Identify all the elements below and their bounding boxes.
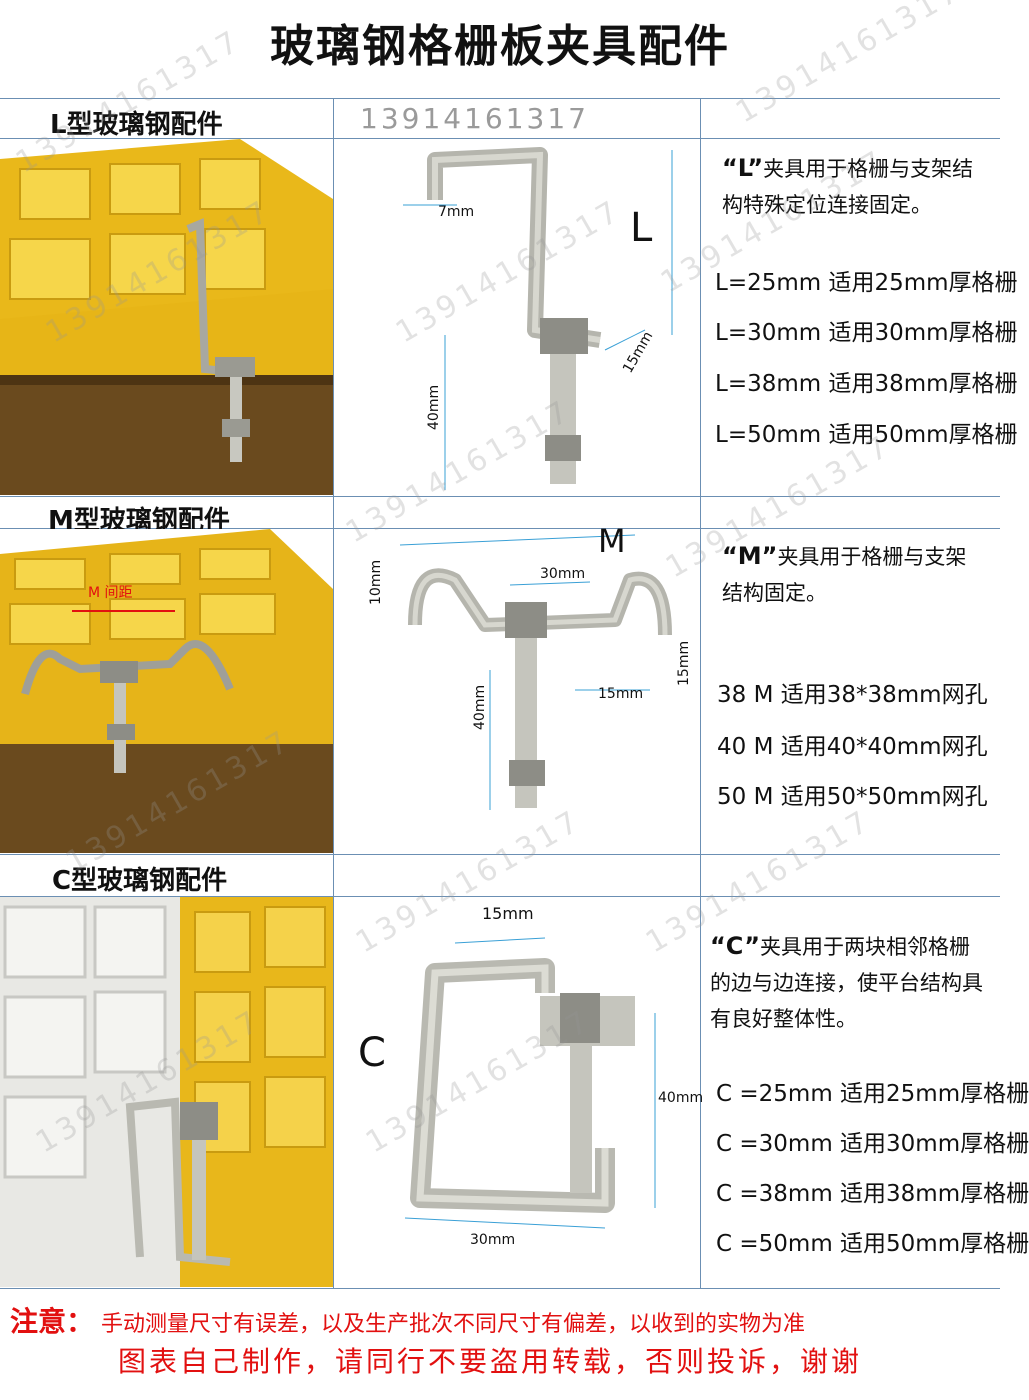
m-desc-text: 夹具用于格栅与支架结构固定。 bbox=[722, 545, 967, 605]
m-desc-quote: “M” bbox=[722, 542, 778, 570]
m-clamp-photo bbox=[0, 529, 333, 853]
l-clamp-photo bbox=[0, 139, 333, 495]
divider bbox=[700, 98, 701, 1288]
m-dim-label: 15mm bbox=[598, 686, 644, 702]
c-spec: C =30mm 适用30mm厚格栅 bbox=[716, 1131, 1029, 1157]
l-description: “L”夹具用于格栅与支架结构特殊定位连接固定。 bbox=[722, 150, 984, 223]
c-spec: C =38mm 适用38mm厚格栅 bbox=[716, 1181, 1029, 1207]
m-spec: 38 M 适用38*38mm网孔 bbox=[717, 682, 988, 708]
notice-line-1: 注意： 手动测量尺寸有误差，以及生产批次不同尺寸有偏差，以收到的实物为准 bbox=[10, 1300, 805, 1340]
l-dim-label: 7mm bbox=[438, 204, 475, 220]
divider bbox=[0, 896, 1000, 897]
m-photo-label: M 间距 bbox=[88, 585, 133, 601]
m-clamp-diagram bbox=[345, 530, 695, 852]
m-spec: 40 M 适用40*40mm网孔 bbox=[717, 734, 988, 760]
m-dim-label: 40mm bbox=[472, 684, 488, 730]
phone-number: 13914161317 bbox=[360, 102, 589, 135]
notice-lead: 注意： bbox=[10, 1305, 95, 1338]
page-title: 玻璃钢格栅板夹具配件 bbox=[270, 21, 730, 72]
m-big-label: M bbox=[598, 522, 626, 560]
divider bbox=[0, 98, 1000, 99]
l-spec: L=25mm 适用25mm厚格栅 bbox=[715, 270, 1018, 296]
l-spec: L=38mm 适用38mm厚格栅 bbox=[715, 371, 1018, 397]
m-dim-label: 30mm bbox=[540, 566, 586, 582]
section-heading-l: L型玻璃钢配件 bbox=[50, 110, 223, 140]
divider bbox=[0, 1288, 1000, 1289]
c-desc-quote: “C” bbox=[710, 932, 761, 960]
c-spec: C =50mm 适用50mm厚格栅 bbox=[716, 1231, 1029, 1257]
c-dim-label: 15mm bbox=[482, 904, 534, 923]
c-dim-label: 30mm bbox=[470, 1232, 516, 1248]
divider bbox=[0, 854, 1000, 855]
divider bbox=[0, 496, 1000, 497]
l-desc-text: 夹具用于格栅与支架结构特殊定位连接固定。 bbox=[722, 157, 974, 217]
m-spec: 50 M 适用50*50mm网孔 bbox=[717, 784, 988, 810]
l-desc-quote: “L” bbox=[722, 154, 764, 182]
l-spec: L=50mm 适用50mm厚格栅 bbox=[715, 422, 1018, 448]
m-dim-label: 10mm bbox=[368, 559, 384, 605]
divider bbox=[0, 138, 1000, 139]
notice-text: 手动测量尺寸有误差，以及生产批次不同尺寸有偏差，以收到的实物为准 bbox=[101, 1312, 806, 1337]
c-clamp-photo bbox=[0, 897, 333, 1287]
l-dim-label: 40mm bbox=[426, 384, 442, 430]
c-spec: C =25mm 适用25mm厚格栅 bbox=[716, 1081, 1029, 1107]
c-clamp-diagram bbox=[345, 898, 695, 1286]
section-heading-c: C型玻璃钢配件 bbox=[52, 866, 228, 896]
divider bbox=[333, 98, 334, 1288]
c-dim-label: 40mm bbox=[658, 1090, 704, 1106]
m-description: “M”夹具用于格栅与支架结构固定。 bbox=[722, 538, 984, 611]
l-clamp-diagram bbox=[345, 140, 695, 494]
c-description: “C”夹具用于两块相邻格栅的边与边连接，使平台结构具有良好整体性。 bbox=[710, 928, 988, 1037]
divider bbox=[0, 528, 1000, 529]
c-desc-text: 夹具用于两块相邻格栅的边与边连接，使平台结构具有良好整体性。 bbox=[710, 935, 983, 1031]
l-big-label: L bbox=[630, 205, 653, 251]
l-spec: L=30mm 适用30mm厚格栅 bbox=[715, 320, 1018, 346]
notice-line-2: 图表自己制作，请同行不要盗用转载，否则投诉，谢谢 bbox=[118, 1345, 863, 1378]
m-dim-label: 15mm bbox=[676, 640, 692, 686]
c-big-label: C bbox=[358, 1030, 386, 1076]
